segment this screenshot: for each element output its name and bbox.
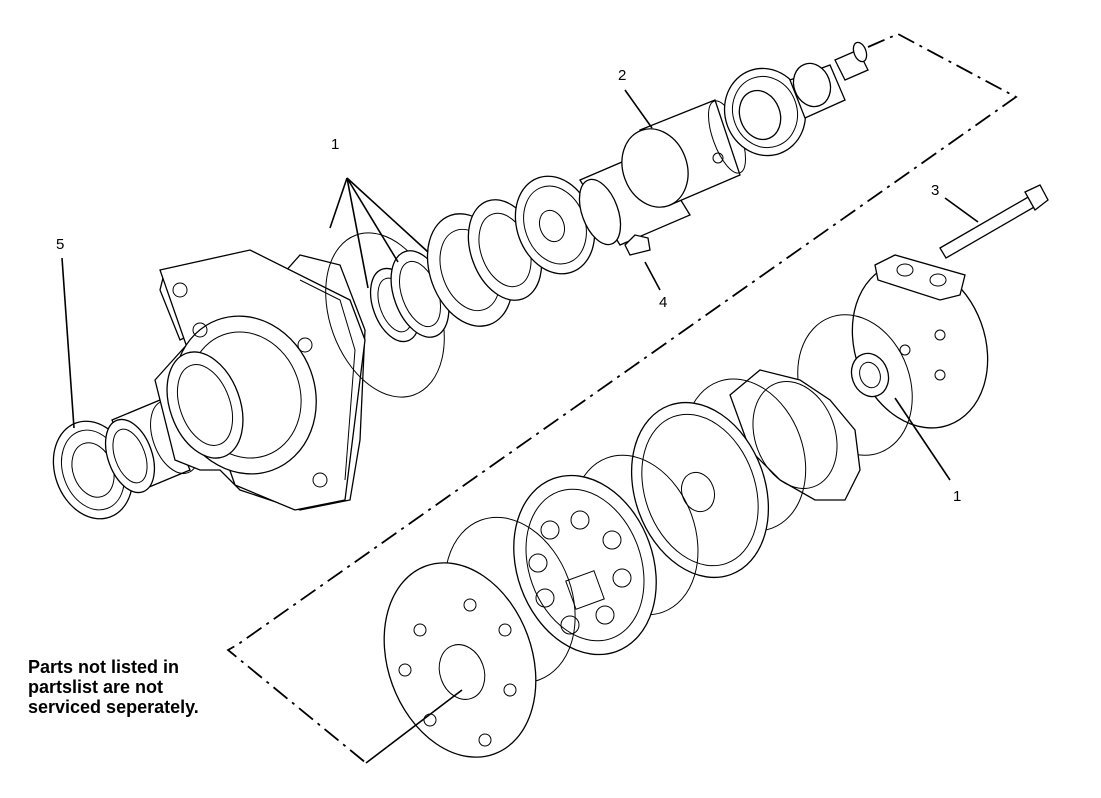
end-plate — [383, 516, 576, 758]
leader-lines — [61, 89, 979, 764]
callout-2: 2 — [618, 67, 627, 84]
callout-1-upper: 1 — [331, 136, 340, 153]
drive-shaft-part-2 — [578, 99, 746, 246]
motor-housing — [154, 249, 366, 511]
manifold-disc — [630, 378, 807, 579]
gerotor-set — [513, 454, 699, 656]
callout-1-lower: 1 — [953, 488, 962, 505]
service-note: Parts not listed in partslist are not se… — [28, 657, 258, 717]
valve-plate — [729, 369, 861, 501]
end-cap-with-ports — [851, 254, 989, 429]
spline-gear — [723, 62, 846, 157]
shaft-end — [834, 41, 869, 81]
callout-4: 4 — [659, 294, 668, 311]
service-note-line: serviced seperately. — [28, 697, 199, 717]
callout-5: 5 — [56, 236, 65, 253]
key-part-4 — [624, 234, 651, 256]
service-note-line: Parts not listed in — [28, 657, 180, 677]
retainer-rings — [426, 199, 543, 327]
assembly-boundary-line — [226, 33, 1018, 764]
thrust-bearing — [514, 175, 596, 275]
bolt-part-3 — [939, 184, 1049, 259]
service-note-line: partslist are not — [28, 677, 164, 697]
front-bearing — [104, 399, 200, 494]
callout-3: 3 — [931, 182, 940, 199]
